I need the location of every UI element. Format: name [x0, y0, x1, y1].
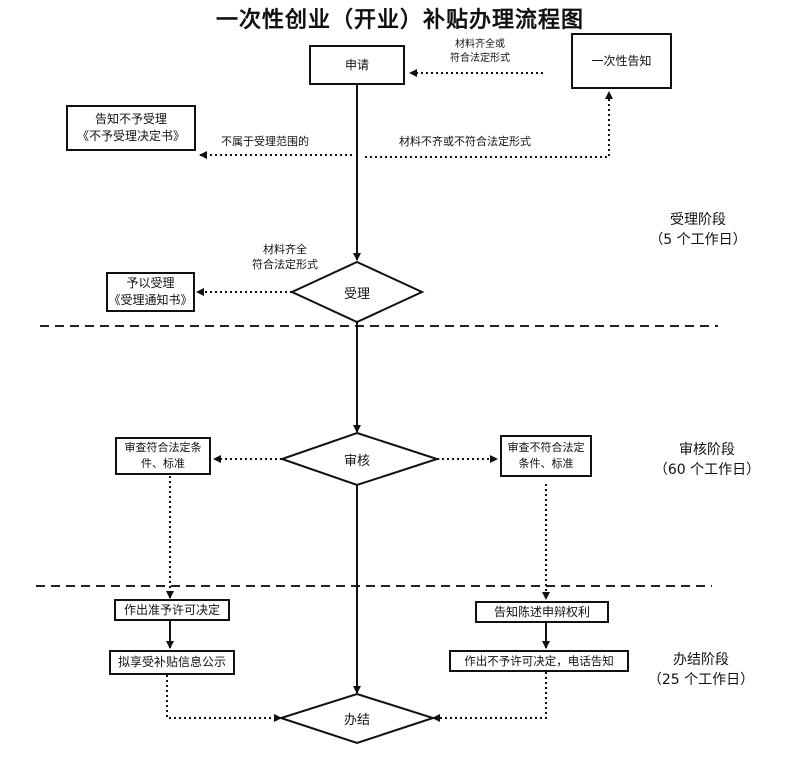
reject-line-1: 告知不予受理 [94, 112, 167, 126]
stage-accept-name: 受理阶段 [670, 212, 726, 228]
one-time-notice-box: 一次性告知 [571, 33, 672, 89]
diamond-review [278, 431, 441, 487]
review-ok-line-2: 件、标准 [141, 457, 185, 470]
stage-finish: 办结阶段 （25 个工作日） [636, 650, 766, 690]
inform-rights-box: 告知陈述申辩权利 [475, 601, 609, 623]
label-accept-condition-line-1: 材料齐全 [263, 243, 307, 256]
stage-finish-days: （25 个工作日） [647, 672, 755, 688]
review-ok-box: 审查符合法定条 件、标准 [115, 437, 211, 475]
apply-label: 申请 [344, 57, 369, 72]
diamond-finish [277, 692, 437, 745]
reject-line-2: 《不予受理决定书》 [76, 129, 185, 143]
diamond-finish-label: 办结 [343, 713, 370, 728]
stage-accept: 受理阶段 （5 个工作日） [638, 210, 758, 250]
review-ok-line-1: 审查符合法定条 [124, 441, 202, 454]
reject-box: 告知不予受理 《不予受理决定书》 [66, 105, 196, 151]
review-bad-line-2: 条件、标准 [518, 457, 574, 470]
stage-accept-days: （5 个工作日） [649, 232, 747, 248]
deny-decision-label: 作出不予许可决定，电话告知 [464, 653, 614, 668]
diamond-review-label: 审核 [343, 454, 370, 469]
arrow-publicize-to-finish [166, 675, 282, 722]
accept-notice-line-1: 予以受理 [126, 276, 175, 290]
diamond-accept [289, 260, 425, 324]
label-complete: 材料齐全或 符合法定形式 [440, 38, 520, 66]
arrow-incomplete-to-notice [365, 91, 613, 158]
label-complete-line-2: 符合法定形式 [450, 53, 510, 64]
diamond-accept-label: 受理 [343, 287, 370, 302]
stage-review: 审核阶段 （60 个工作日） [642, 440, 772, 480]
approve-box: 作出准予许可决定 [114, 599, 230, 621]
publicize-box: 拟享受补贴信息公示 [109, 650, 235, 675]
label-accept-condition-line-2: 符合法定形式 [252, 258, 318, 271]
accept-notice-box: 予以受理 《受理通知书》 [106, 272, 195, 312]
label-not-in-scope: 不属于受理范围的 [221, 135, 309, 148]
apply-box: 申请 [309, 45, 405, 85]
one-time-notice-label: 一次性告知 [591, 53, 652, 68]
label-accept-condition: 材料齐全 符合法定形式 [245, 242, 325, 272]
label-complete-line-1: 材料齐全或 [455, 39, 505, 50]
accept-notice-line-2: 《受理通知书》 [108, 293, 193, 307]
approve-label: 作出准予许可决定 [123, 602, 220, 617]
deny-decision-box: 作出不予许可决定，电话告知 [449, 650, 629, 672]
stage-review-name: 审核阶段 [679, 442, 735, 458]
page-title: 一次性创业（开业）补贴办理流程图 [215, 8, 584, 33]
label-incomplete: 材料不齐或不符合法定形式 [399, 135, 531, 148]
publicize-label: 拟享受补贴信息公示 [117, 655, 226, 669]
stage-finish-name: 办结阶段 [673, 652, 729, 668]
review-bad-box: 审查不符合法定 条件、标准 [500, 435, 592, 477]
review-bad-line-1: 审查不符合法定 [507, 441, 585, 454]
arrow-deny-to-finish [432, 672, 547, 722]
stage-review-days: （60 个工作日） [653, 462, 761, 478]
inform-rights-label: 告知陈述申辩权利 [493, 604, 590, 619]
